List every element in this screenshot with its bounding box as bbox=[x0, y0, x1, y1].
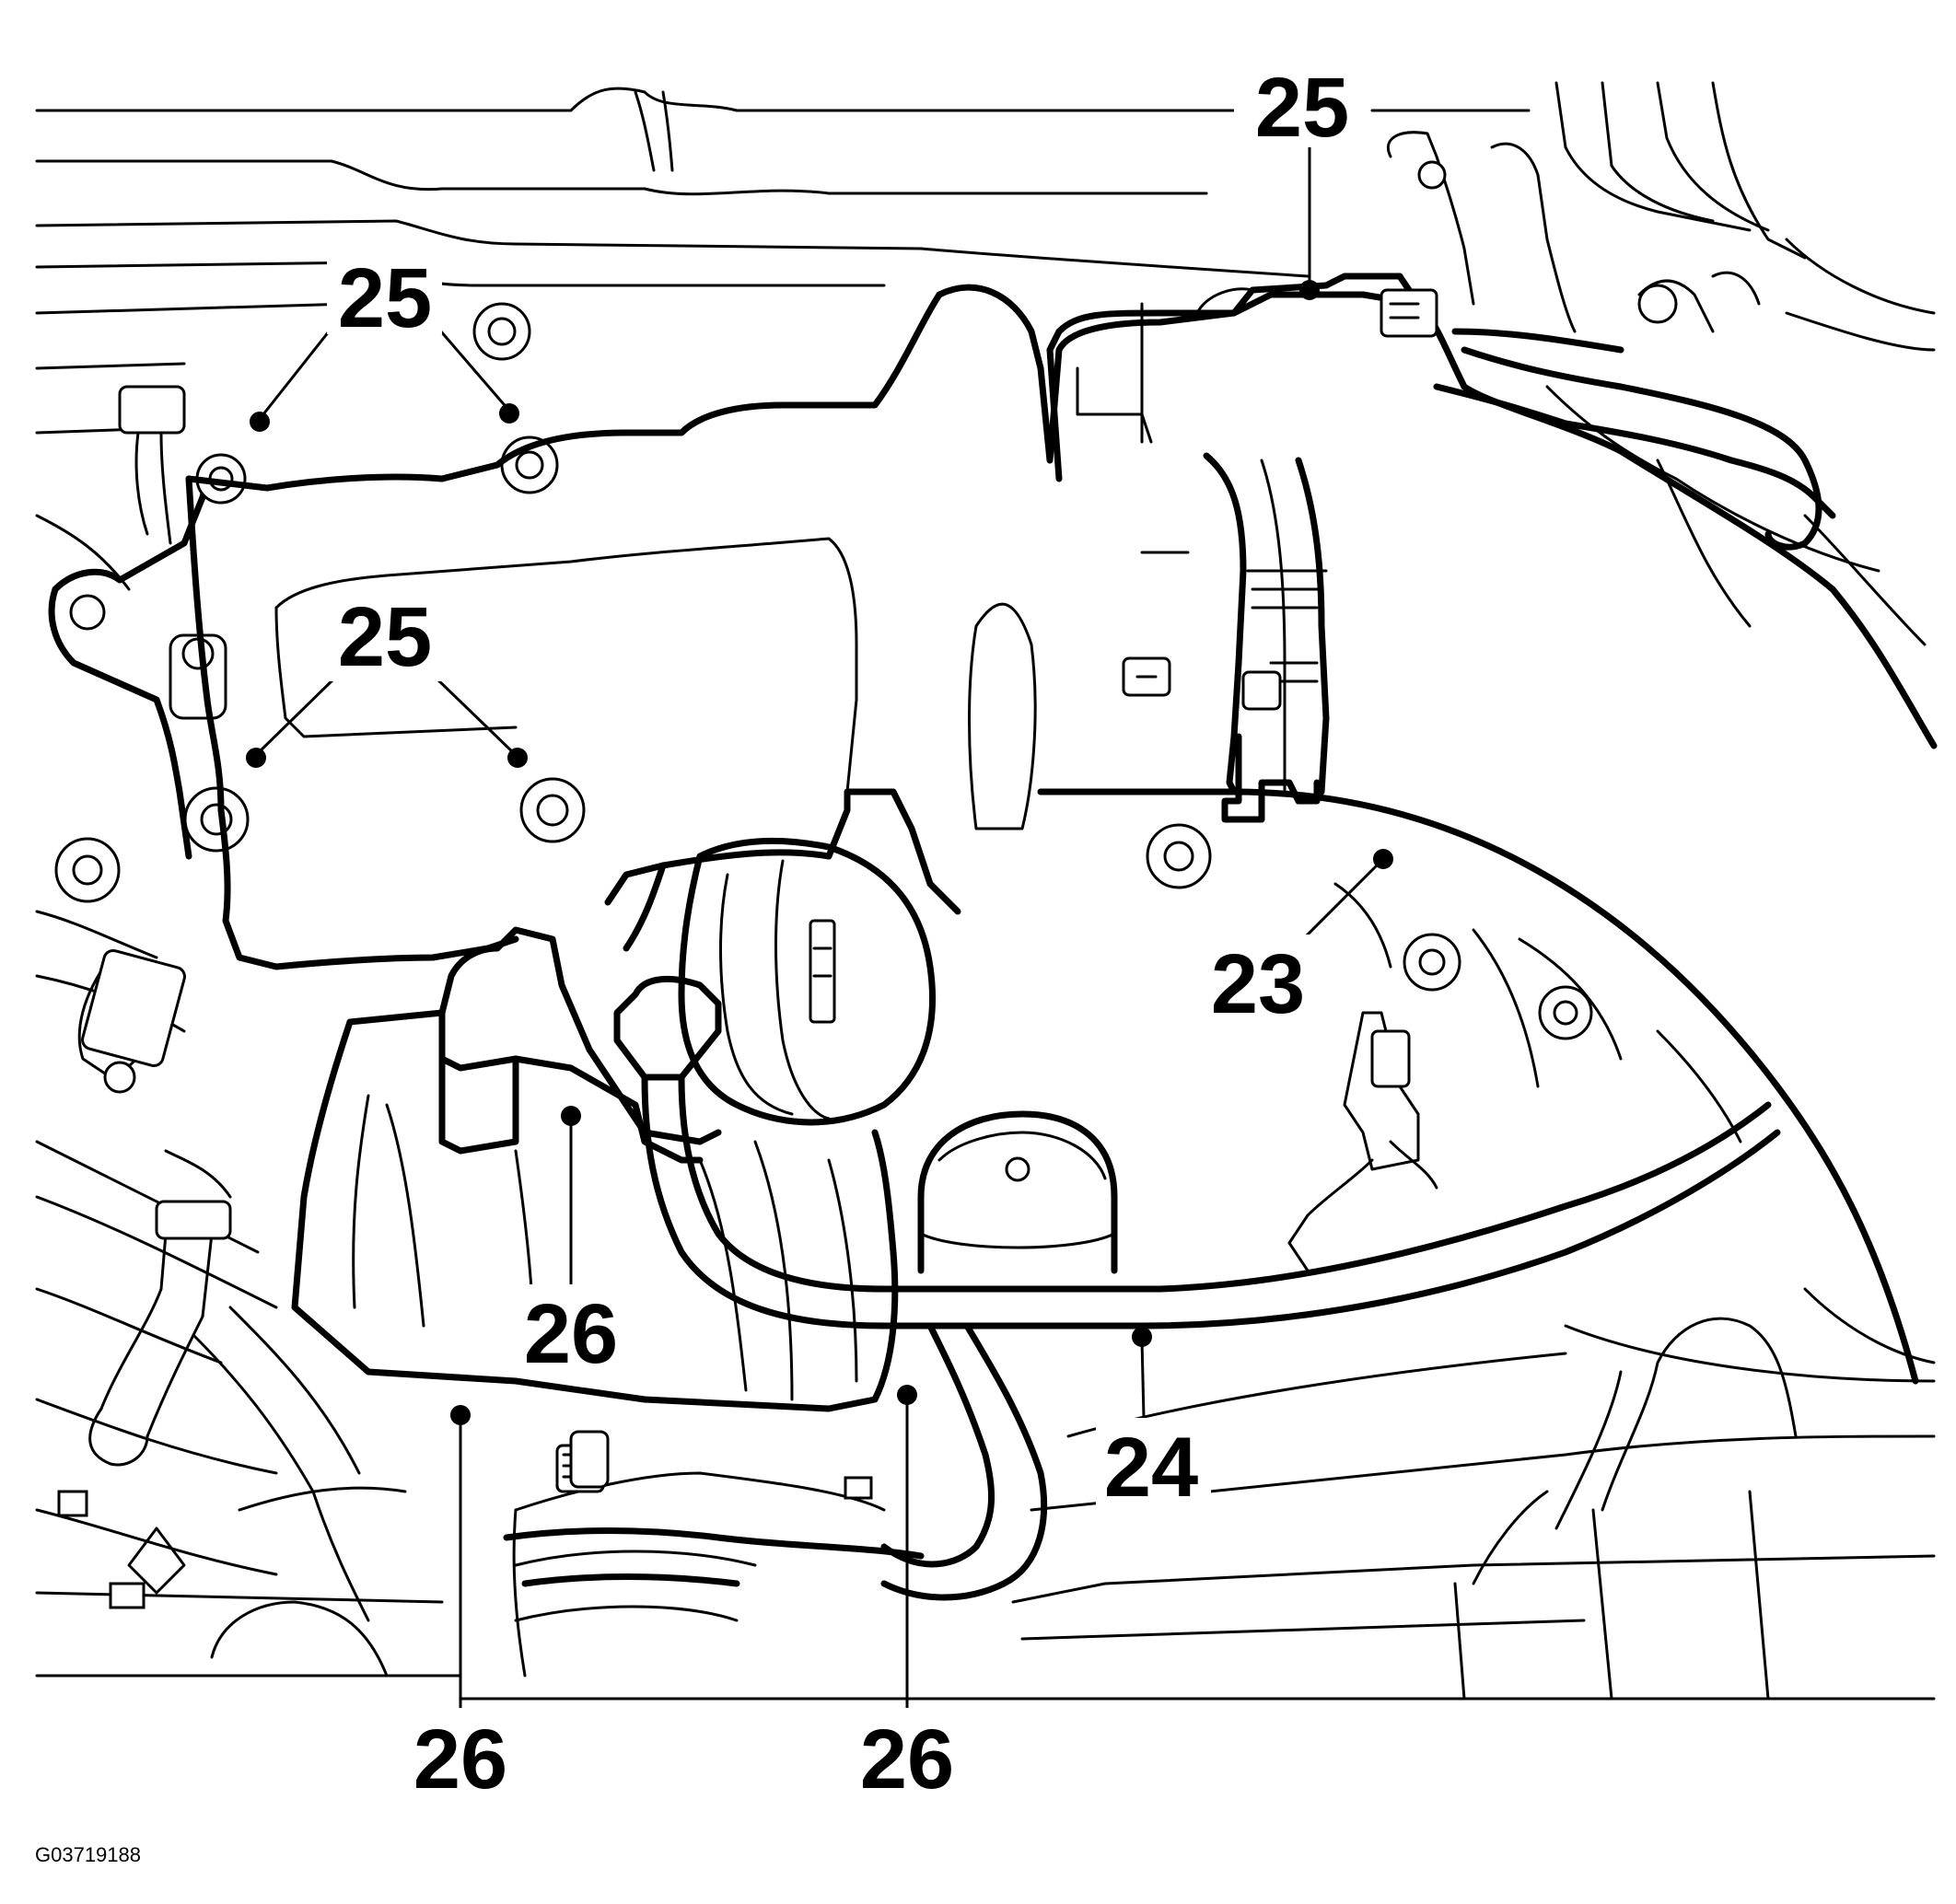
bolt-icon bbox=[569, 1430, 610, 1489]
callouts: 25 25 25 23 24 26 26 26 bbox=[327, 55, 1368, 1806]
central-canister bbox=[604, 788, 1781, 1329]
callout-23: 23 bbox=[1211, 937, 1305, 1031]
callout-25-upper-left: 25 bbox=[338, 251, 432, 345]
leader-lines bbox=[246, 109, 1393, 1710]
bolt-icon bbox=[472, 302, 531, 361]
background-engine-linework bbox=[35, 81, 1936, 1701]
right-sensor bbox=[1287, 882, 1742, 1272]
callout-26-bottom-left: 26 bbox=[413, 1712, 507, 1806]
callout-26-bottom-center: 26 bbox=[860, 1712, 954, 1806]
bolt-icon bbox=[1146, 823, 1212, 889]
callout-24: 24 bbox=[1104, 1421, 1198, 1515]
bolt-icon bbox=[1538, 985, 1593, 1040]
bolt-icon bbox=[54, 837, 121, 903]
bolt-icon bbox=[169, 633, 227, 720]
bolt-icon bbox=[519, 777, 586, 843]
bolt-icon bbox=[1403, 933, 1461, 992]
callout-25-top-right: 25 bbox=[1255, 61, 1349, 155]
callout-26-center: 26 bbox=[524, 1287, 618, 1381]
left-bracket bbox=[48, 385, 211, 1094]
callout-25-middle-left: 25 bbox=[338, 590, 432, 684]
figure-id-label: G03719188 bbox=[35, 1843, 141, 1866]
bolts bbox=[54, 302, 1593, 1489]
intake-manifold bbox=[185, 271, 1938, 1385]
bolt-icon bbox=[183, 786, 250, 853]
housing-box bbox=[291, 926, 1048, 1601]
